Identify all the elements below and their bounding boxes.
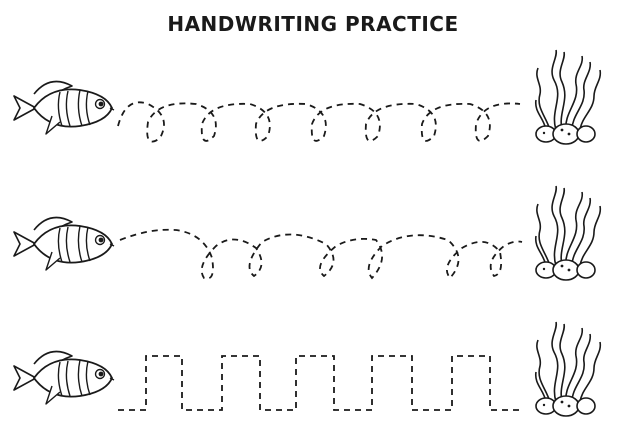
fish-icon	[13, 80, 115, 135]
seaweed-icon	[534, 49, 602, 145]
trace-path-big-loops	[119, 228, 523, 280]
seaweed-icon	[534, 321, 602, 417]
trace-path-square-wave	[118, 355, 522, 411]
page-title: HANDWRITING PRACTICE	[167, 12, 459, 36]
seaweed-icon	[534, 185, 602, 281]
trace-path-small-loops	[117, 101, 521, 143]
fish-icon	[13, 350, 115, 405]
fish-icon	[13, 216, 115, 271]
